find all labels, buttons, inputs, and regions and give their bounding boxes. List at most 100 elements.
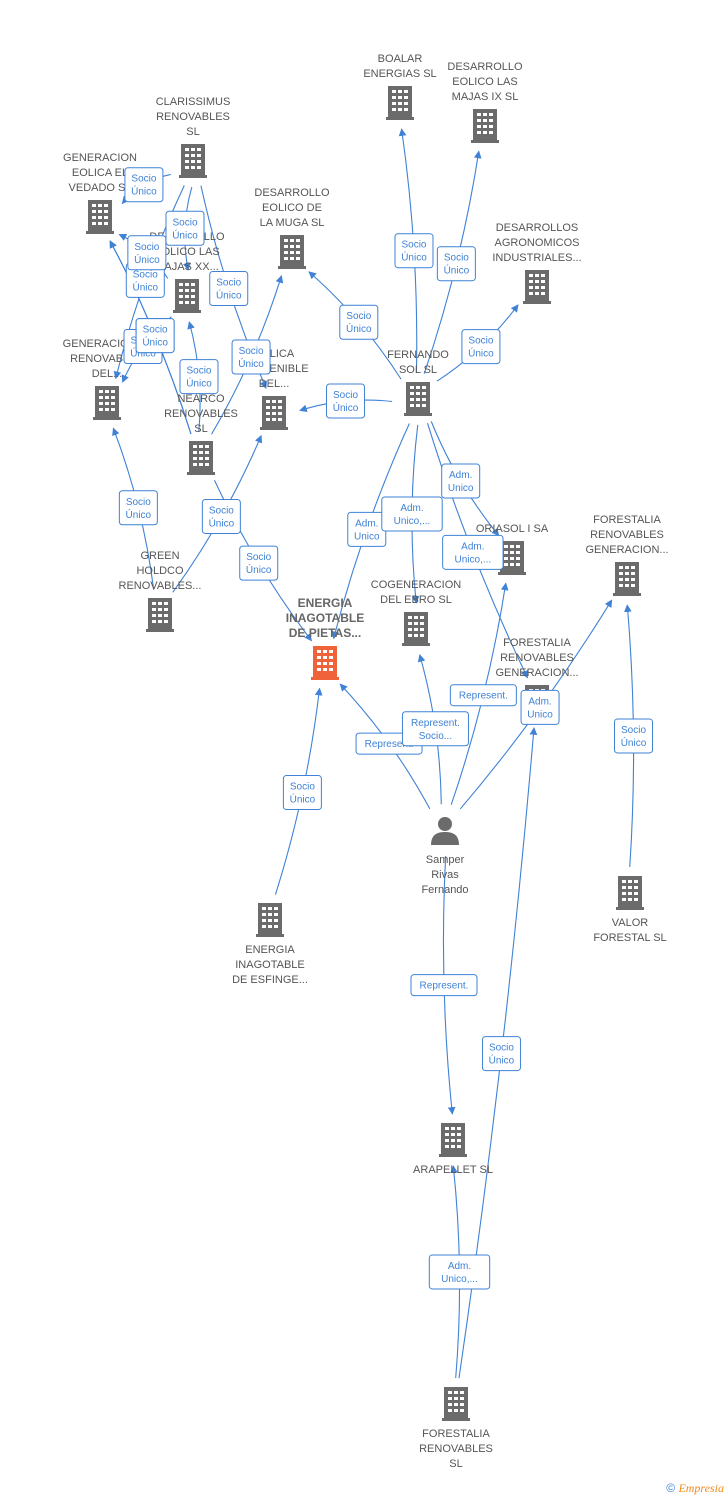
edge-label-text: Unico xyxy=(354,531,380,542)
edge-label-text: Socio xyxy=(172,217,197,228)
node-label: FORESTALIA xyxy=(422,1428,490,1440)
edge-label-text: Socio xyxy=(489,1043,514,1054)
edge-label-text: Unico xyxy=(448,483,474,494)
edge-label-box xyxy=(401,711,469,747)
node-agronomicos[interactable]: DESARROLLOSAGRONOMICOSINDUSTRIALES... xyxy=(492,222,582,304)
edge-label[interactable]: Adm.Unico xyxy=(520,689,560,725)
building-icon xyxy=(260,396,288,430)
edge-label[interactable]: Adm. Unico xyxy=(347,511,387,547)
node-label: ARAPELLET SL xyxy=(413,1164,493,1176)
node-label: MAJAS IX SL xyxy=(452,91,519,103)
edge-label-text: Único xyxy=(186,377,212,390)
node-label: SOL SL xyxy=(399,364,437,376)
node-arapellet[interactable]: ARAPELLET SL xyxy=(413,1123,493,1176)
edge-label-box xyxy=(442,534,504,570)
node-label: Samper xyxy=(426,854,465,866)
edge-label-box xyxy=(520,689,560,725)
node-forestalia_gen2[interactable]: FORESTALIARENOVABLESGENERACION... xyxy=(495,637,579,719)
edge-label-text: Socio xyxy=(143,325,168,336)
node-label: GENERACION... xyxy=(585,544,668,556)
edge-label[interactable]: Adm.Unico,... xyxy=(428,1254,491,1290)
node-green[interactable]: GREENHOLDCORENOVABLES... xyxy=(119,550,202,632)
building-icon xyxy=(471,109,499,143)
edge-label-box xyxy=(410,974,478,997)
building-icon xyxy=(278,235,306,269)
node-label: RENOVABLES xyxy=(164,408,238,420)
edge-label-text: Único xyxy=(468,347,494,360)
node-label: FORESTALIA xyxy=(503,637,571,649)
edge-label-text: Socio xyxy=(346,311,371,322)
node-label: GENERACION xyxy=(63,152,137,164)
edge-label-text: Socio xyxy=(290,782,315,793)
edge-label[interactable]: Adm.Unico,... xyxy=(442,534,504,570)
empresia-logo[interactable]: Empresia xyxy=(678,1481,724,1495)
edge-label-box xyxy=(231,339,271,375)
edge-label-text: Adm. xyxy=(355,518,378,529)
edge-label-box xyxy=(381,496,443,532)
node-forestalia_gen1[interactable]: FORESTALIARENOVABLESGENERACION... xyxy=(585,514,669,596)
node-label: DESARROLLOS xyxy=(496,222,579,234)
edge-label-text: Único xyxy=(444,264,470,277)
node-label: DE PIETAS... xyxy=(289,626,361,640)
edge-label[interactable]: Adm.Unico xyxy=(441,463,481,499)
footer: © Empresia xyxy=(666,1481,724,1496)
node-label: SL xyxy=(449,1458,462,1470)
edge-label[interactable]: Represent. xyxy=(449,684,517,707)
edge-label-text: Único xyxy=(346,322,372,335)
node-label: ORIASOL I SA xyxy=(476,523,549,535)
node-label: RENOVABLES xyxy=(156,111,230,123)
building-icon xyxy=(523,270,551,304)
edge-label-text: Único xyxy=(132,280,158,293)
node-label: NEARCO xyxy=(177,393,225,405)
edge-label-text: Socio xyxy=(216,278,241,289)
node-label: GREEN xyxy=(140,550,179,562)
building-icon xyxy=(173,279,201,313)
edge-label-text: Socio xyxy=(186,366,211,377)
node-label: GENERACION... xyxy=(495,667,578,679)
edge-label-text: Socio xyxy=(246,552,271,563)
edge-label[interactable]: Represent. xyxy=(410,974,478,997)
node-label: COGENERACION xyxy=(371,579,462,591)
node-label: HOLDCO xyxy=(136,565,184,577)
edge-label-box xyxy=(201,498,241,534)
edge-label-text: Socio xyxy=(333,390,358,401)
edge-label-text: Socio xyxy=(131,174,156,185)
edge-label-text: Único xyxy=(489,1054,515,1067)
edge-label[interactable]: Adm.Unico,... xyxy=(381,496,443,532)
node-label: LA MUGA SL xyxy=(260,217,325,229)
edge-label[interactable]: Represent.Socio... xyxy=(401,711,469,747)
node-oriasol[interactable]: ORIASOL I SA xyxy=(476,523,549,575)
